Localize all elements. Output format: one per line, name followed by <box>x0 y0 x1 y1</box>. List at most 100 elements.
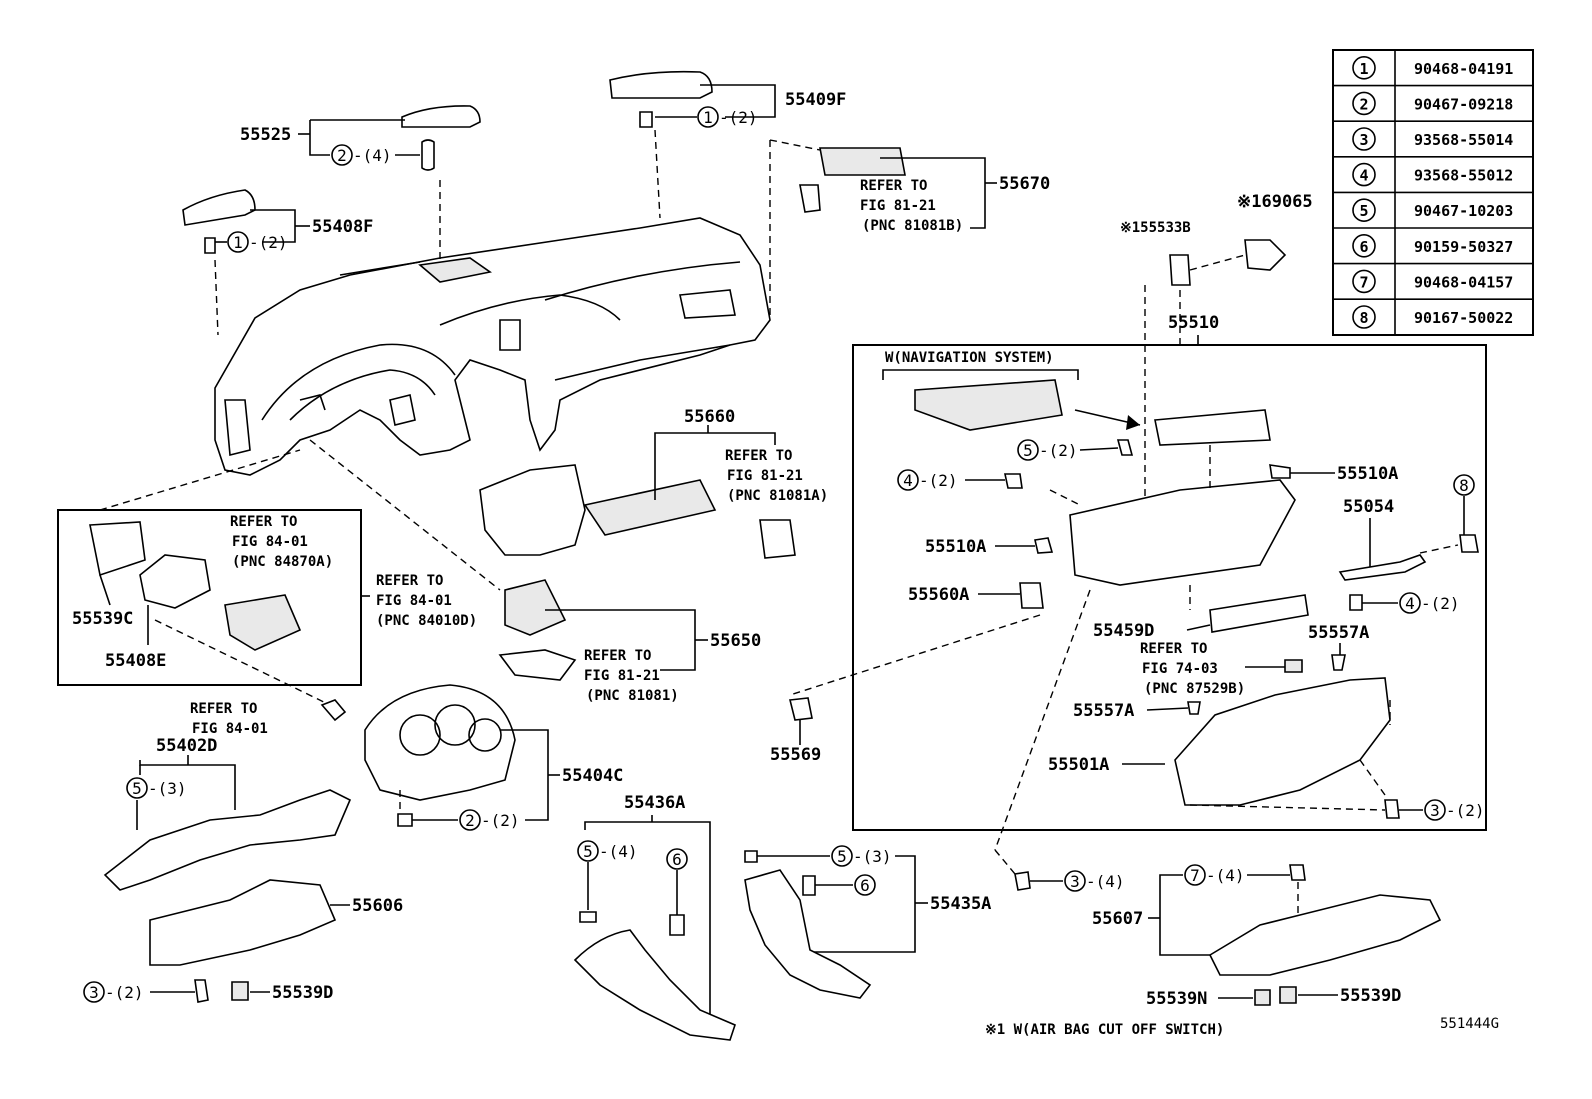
ref-line: REFER TO <box>725 448 792 464</box>
label-55557A: 55557A <box>1308 623 1369 643</box>
label-55435A: 55435A <box>930 894 991 914</box>
legend-circle <box>1352 91 1376 116</box>
legend-part-number: 90159-50327 <box>1414 238 1513 256</box>
callout-3: 3 <box>1430 801 1440 820</box>
callout-2: 2 <box>337 146 347 165</box>
footnote: ※1 W(AIR BAG CUT OFF SWITCH) <box>985 1022 1224 1038</box>
label-55539N: 55539N <box>1146 989 1207 1009</box>
callout-5: 5 <box>583 842 593 861</box>
qty: -(4) <box>1086 872 1125 891</box>
legend-circle <box>1352 305 1376 329</box>
ref-line: (PNC 84870A) <box>232 554 333 570</box>
label-55501A: 55501A <box>1048 755 1109 775</box>
ref-line: (PNC 81081B) <box>862 218 963 234</box>
ref-line: FIG 74-03 <box>1142 661 1218 677</box>
qty: -(4) <box>599 842 638 861</box>
legend-circle <box>1352 234 1376 258</box>
label-55606: 55606 <box>352 896 403 916</box>
diagram-id: 551444G <box>1440 1016 1499 1032</box>
instrument-panel <box>214 217 771 476</box>
label-55510: 55510 <box>1168 313 1219 333</box>
legend-part-number: 90467-09218 <box>1414 95 1513 113</box>
legend-part-number: 90467-10203 <box>1414 202 1513 220</box>
label-55670: 55670 <box>999 174 1050 194</box>
qty: -(2) <box>249 233 288 252</box>
callout-5: 5 <box>837 847 847 866</box>
ref-line: (PNC 81081A) <box>727 488 828 504</box>
label-155533B: ※155533B <box>1120 220 1191 236</box>
ref-line: FIG 81-21 <box>860 198 936 214</box>
qty: -(3) <box>853 847 892 866</box>
callout-3: 3 <box>89 983 99 1002</box>
part-55660: 55660 REFER TO FIG 81-21 (PNC 81081A) <box>479 407 828 559</box>
glove-box-group: 55510 ※155533B ※169065 W(NAVIGATION SYST… <box>789 192 1487 881</box>
inset-box-left: REFER TO FIG 84-01 (PNC 84870A) 55539C 5… <box>57 449 477 706</box>
ref-line: FIG 84-01 <box>232 534 308 550</box>
label-55569: 55569 <box>770 745 821 765</box>
callout-circle <box>331 144 353 166</box>
legend-number: 8 <box>1359 309 1368 327</box>
ref-line: FIG 84-01 <box>376 593 452 609</box>
label-55650: 55650 <box>710 631 761 651</box>
part-55436A: 55436A 5 -(4) 6 <box>573 793 736 1041</box>
ref-line: REFER TO <box>860 178 927 194</box>
part-55525: 55525 2 -(4) <box>240 105 481 263</box>
ref-line: REFER TO <box>230 514 297 530</box>
label-169065: ※169065 <box>1237 192 1313 212</box>
ref-line: FIG 81-21 <box>727 468 803 484</box>
callout-5: 5 <box>132 779 142 798</box>
legend-part-number: 90468-04191 <box>1414 60 1513 78</box>
qty: -(3) <box>148 779 187 798</box>
qty: -(2) <box>919 471 958 490</box>
qty: -(2) <box>719 108 758 127</box>
qty: -(2) <box>105 983 144 1002</box>
legend-number: 5 <box>1359 202 1368 220</box>
label-55557A: 55557A <box>1073 701 1134 721</box>
qty: -(2) <box>481 811 520 830</box>
callout-1: 1 <box>703 108 713 127</box>
label-55607: 55607 <box>1092 909 1143 929</box>
part-55409F: 55409F 1 -(2) <box>609 70 846 219</box>
legend-circle <box>1352 269 1376 294</box>
label-55459D: 55459D <box>1093 621 1154 641</box>
legend-circle <box>1352 162 1376 187</box>
part-55650: 55650 REFER TO FIG 81-21 (PNC 81081) <box>309 439 761 704</box>
ref-line: FIG 81-21 <box>584 668 660 684</box>
part-55607: 7 -(4) 55607 55539N 55539D <box>1092 864 1442 1009</box>
legend-number: 3 <box>1359 131 1368 149</box>
callout-1: 1 <box>233 233 243 252</box>
qty: -(2) <box>1039 441 1078 460</box>
label-55409F: 55409F <box>785 90 846 110</box>
legend-part-number: 90167-50022 <box>1414 309 1513 327</box>
legend-number: 4 <box>1359 167 1368 185</box>
qty: -(4) <box>1206 866 1245 885</box>
legend-part-number: 93568-55012 <box>1414 167 1513 185</box>
part-55435A: 5 -(3) 55435A 6 <box>744 845 991 999</box>
nav-label: W(NAVIGATION SYSTEM) <box>885 350 1054 366</box>
ref-line: (PNC 84010D) <box>376 613 477 629</box>
label-55560A: 55560A <box>908 585 969 605</box>
ref-line: (PNC 81081) <box>586 688 679 704</box>
callout-2: 2 <box>465 811 475 830</box>
ref-line: REFER TO <box>1140 641 1207 657</box>
label-55402D: 55402D <box>156 736 217 756</box>
label-55436A: 55436A <box>624 793 685 813</box>
part-55670: 55670 REFER TO FIG 81-21 (PNC 81081B) <box>769 139 1050 320</box>
ref-line: REFER TO <box>190 701 257 717</box>
callout-3: 3 <box>1070 872 1080 891</box>
label-55510A: 55510A <box>925 537 986 557</box>
label-55054: 55054 <box>1343 497 1394 517</box>
legend-circle <box>1352 127 1376 151</box>
label-55404C: 55404C <box>562 766 623 786</box>
callout-8: 8 <box>1459 476 1469 495</box>
label-55539D: 55539D <box>1340 986 1401 1006</box>
qty: -(2) <box>1446 801 1485 820</box>
bolt-3-4: 3 -(4) <box>1014 870 1125 892</box>
callout-6: 6 <box>860 876 870 895</box>
legend-number: 7 <box>1359 273 1368 291</box>
qty: -(4) <box>353 146 392 165</box>
legend-number: 6 <box>1359 238 1368 256</box>
label-55539D: 55539D <box>272 983 333 1003</box>
